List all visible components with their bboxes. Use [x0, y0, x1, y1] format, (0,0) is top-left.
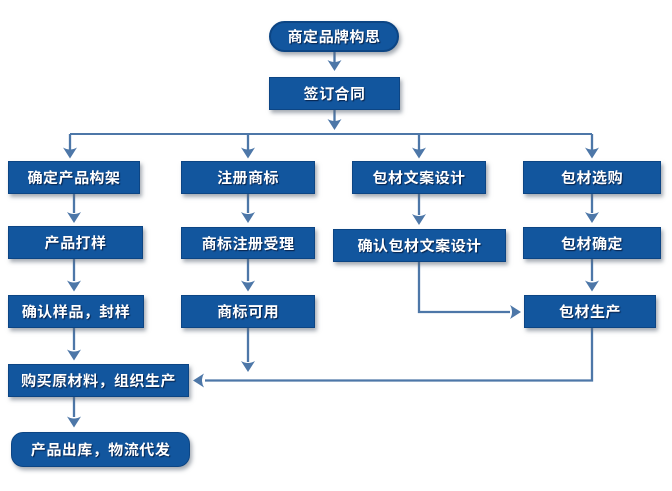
node-define-product-structure: 确定产品构架: [8, 161, 140, 194]
node-trademark-acceptance: 商标注册受理: [181, 227, 315, 259]
node-package-copy-design: 包材文案设计: [352, 161, 486, 194]
node-confirm-package-copy: 确认包材文案设计: [333, 229, 506, 262]
node-purchase-materials-production: 购买原材料，组织生产: [8, 364, 189, 397]
node-sign-contract: 签订合同: [269, 77, 400, 110]
edge-confirm-production: [417, 262, 510, 314]
arrowhead-copyconfirm: [412, 214, 426, 225]
node-confirm-sample-seal: 确认样品，封样: [8, 295, 144, 328]
node-trademark-usable: 商标可用: [181, 295, 315, 328]
arrowhead-col2-top: [241, 147, 255, 159]
arrowhead-production: [585, 280, 599, 292]
node-product-outbound-logistics: 产品出库，物流代发: [11, 432, 190, 467]
node-package-material-selection: 包材选购: [523, 161, 661, 194]
connector-arrowheads: [63, 60, 599, 428]
arrowhead-into-production: [510, 305, 521, 319]
node-register-trademark: 注册商标: [181, 161, 315, 194]
arrowhead-seal: [67, 280, 81, 292]
arrowhead-col3-top: [412, 147, 426, 159]
arrowhead-pkgconfirm: [585, 212, 599, 223]
node-package-material-confirm: 包材确定: [523, 227, 661, 259]
arrowhead-usable-junction: [241, 361, 255, 372]
edge-production-purchase: [205, 328, 594, 382]
arrowhead-sampling: [67, 212, 81, 223]
arrowhead-acceptance: [241, 212, 255, 223]
arrowhead-col4-top: [585, 147, 599, 159]
arrowhead-col1-top: [63, 147, 77, 159]
node-product-sampling: 产品打样: [8, 226, 143, 259]
arrowhead-into-purchase: [193, 373, 204, 388]
arrowhead-outbound: [67, 416, 81, 428]
node-package-production: 包材生产: [524, 295, 656, 328]
arrowhead-usable: [241, 280, 255, 292]
arrowhead-purchase: [67, 349, 81, 361]
connector-lines: [68, 52, 594, 417]
node-brand-concept: 商定品牌构思: [269, 21, 399, 52]
arrowhead-into-contract: [327, 60, 342, 71]
arrowhead-trunk: [327, 119, 342, 130]
